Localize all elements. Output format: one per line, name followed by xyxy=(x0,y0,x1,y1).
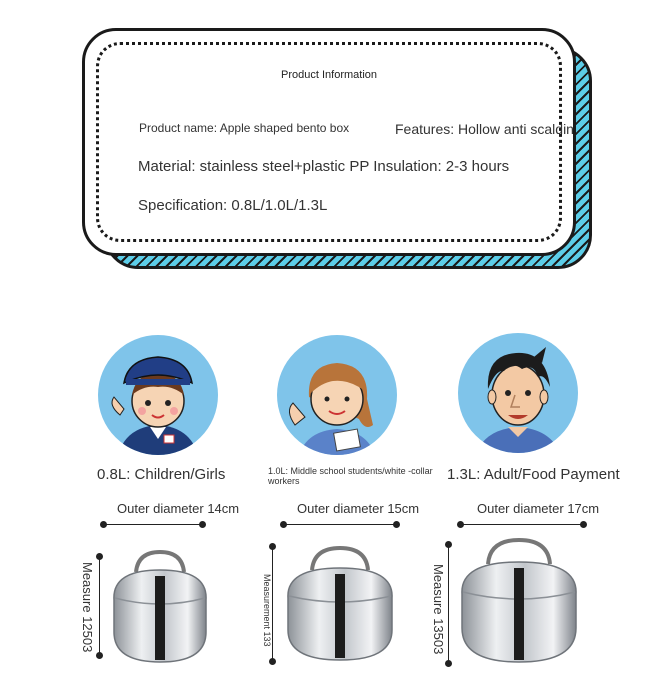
specification-text: Specification: 0.8L/1.0L/1.3L xyxy=(138,197,328,214)
bento-box-small-drawing xyxy=(113,549,207,663)
diameter-line-medium xyxy=(280,521,400,528)
bento-box-large-drawing xyxy=(461,537,577,663)
diameter-label-medium: Outer diameter 15cm xyxy=(297,501,420,516)
woman-illustration xyxy=(289,363,375,455)
measure-line-medium xyxy=(269,543,276,665)
diameter-label-large: Outer diameter 17cm xyxy=(477,501,600,516)
adult-man-avatar xyxy=(458,333,578,453)
woman-avatar xyxy=(277,335,397,455)
info-card: Product Information Product name: Apple … xyxy=(82,28,576,256)
bento-box-large xyxy=(456,536,582,666)
child-girl-avatar xyxy=(98,335,218,455)
features-text: Features: Hollow anti scalding xyxy=(395,121,576,137)
measure-label-small: Measure 12503 xyxy=(80,562,95,653)
measure-line-small xyxy=(96,553,103,659)
measure-label-large: Measure 13503 xyxy=(431,564,446,655)
product-name-text: Product name: Apple shaped bento box xyxy=(139,121,350,135)
diameter-line-large xyxy=(457,521,587,528)
diameter-line-small xyxy=(100,521,206,528)
size-label-small: 0.8L: Children/Girls xyxy=(97,466,226,483)
card-title: Product Information xyxy=(281,69,377,81)
measure-line-large xyxy=(445,541,452,667)
bento-box-small xyxy=(108,548,212,666)
bento-box-medium-drawing xyxy=(287,545,393,661)
dotted-border xyxy=(96,42,562,242)
child-illustration xyxy=(111,356,198,455)
material-text: Material: stainless steel+plastic PP Ins… xyxy=(138,158,510,175)
bento-box-medium xyxy=(282,544,398,664)
man-illustration xyxy=(476,347,560,453)
size-label-medium: 1.0L: Middle school students/white -coll… xyxy=(268,466,433,486)
diameter-label-small: Outer diameter 14cm xyxy=(117,501,240,516)
size-label-large: 1.3L: Adult/Food Payment xyxy=(447,466,620,483)
measure-label-medium: Measurement 133 xyxy=(262,574,272,647)
